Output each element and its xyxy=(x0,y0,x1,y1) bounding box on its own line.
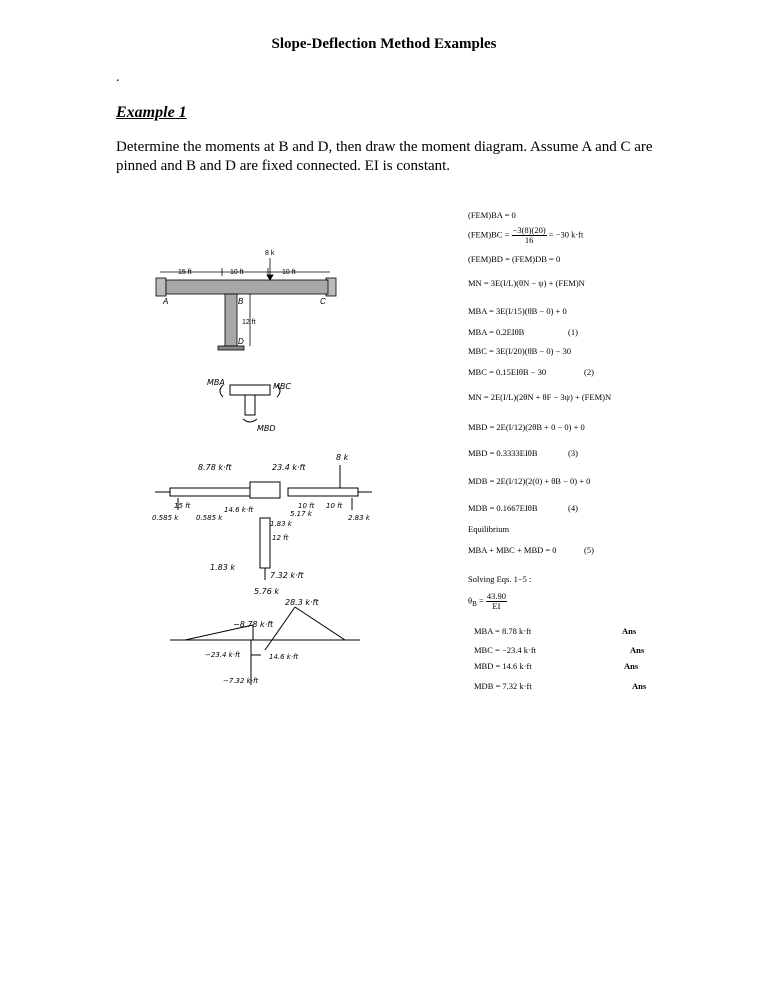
answer-lhs: MBA xyxy=(474,626,493,636)
answer-val: = −23.4 k·ft xyxy=(495,645,537,655)
md-7-32: −7.32 k·ft xyxy=(223,677,258,685)
beam-figure: 8 k 15 ft 10 ft 10 ft 12 ft A B C D xyxy=(155,250,337,351)
answer-mbc: MBC = −23.4 k·ft xyxy=(474,645,536,656)
answer-tag: Ans xyxy=(622,626,637,636)
eq4-tag: (4) xyxy=(568,503,578,513)
fem-bc-lhs: (FEM)BC = xyxy=(468,229,510,240)
answer-tag: Ans xyxy=(632,681,647,691)
fem-bc-rhs: = −30 k·ft xyxy=(548,229,584,240)
eq-mdb-result: MDB = 0.1667EIθB xyxy=(468,503,538,513)
fbd-8k: 8 k xyxy=(336,453,349,462)
md-28-3: 28.3 k·ft xyxy=(285,598,319,607)
answer-lhs: MBD xyxy=(474,661,494,671)
answer-mdb: MDB = 7.32 k·ft xyxy=(474,681,532,692)
eq2-tag: (2) xyxy=(584,367,594,377)
fbd-1-83-b: 1.83 k xyxy=(210,563,235,572)
md-14-6: 14.6 k·ft xyxy=(269,653,299,661)
eq-mba-result: MBA = 0.2EIθB xyxy=(468,327,525,337)
page-title: Slope-Deflection Method Examples xyxy=(271,36,497,52)
solving-label: Solving Eqs. 1−5 : xyxy=(468,574,532,584)
answer-tag: Ans xyxy=(624,661,639,671)
load-label: 8 k xyxy=(265,250,275,257)
fbd-5-17: 5.17 k xyxy=(290,510,313,518)
moment-diagram: 28.3 k·ft −8.78 k·ft −23.4 k·ft 14.6 k·f… xyxy=(170,598,360,685)
eq1-tag: (1) xyxy=(568,327,578,337)
eq3-tag: (3) xyxy=(568,448,578,458)
fbd-14-6: 14.6 k·ft xyxy=(224,506,254,514)
answer-val: = 14.6 k·ft xyxy=(495,661,532,671)
eq-fem-bd: (FEM)BD = (FEM)DB = 0 xyxy=(468,254,561,264)
eq-mba: MBA = 3E(I/15)(θB − 0) + 0 xyxy=(468,306,567,316)
fem-bc-frac: −3(8)(20)16 xyxy=(511,225,547,245)
equilibrium-label: Equilibrium xyxy=(468,524,510,534)
fbd-2-83: 2.83 k xyxy=(348,514,371,522)
answer-val: = 7.32 k·ft xyxy=(495,681,532,691)
dim-12ft: 12 ft xyxy=(242,319,256,326)
fbd-15ft: 15 ft xyxy=(174,502,191,510)
eq-mn-general2: MN = 2E(I/L)(2θN + θF − 3ψ) + (FEM)N xyxy=(468,392,612,402)
fem-bc-num: −3(8)(20) xyxy=(511,225,547,236)
eq-equilibrium: MBA + MBC + MBD = 0 xyxy=(468,545,557,555)
answer-mbd: MBD = 14.6 k·ft xyxy=(474,661,532,672)
theta-num: 43.90 xyxy=(485,591,507,602)
eq-mbd: MBD = 2E(I/12)(2θB + 0 − 0) + 0 xyxy=(468,422,585,432)
answer-tag: Ans xyxy=(630,645,645,655)
label-mbd: MBD xyxy=(257,424,276,433)
answer-lhs: MBC xyxy=(474,645,493,655)
label-c: C xyxy=(320,297,326,306)
answer-lhs: MDB xyxy=(474,681,494,691)
dim-10ft-b: 10 ft xyxy=(282,269,296,276)
label-b: B xyxy=(238,297,244,306)
free-body-diagram: 8.78 k·ft 23.4 k·ft 8 k 14.6 k·ft 15 ft … xyxy=(152,453,372,596)
fbd-0-585-a: 0.585 k xyxy=(152,514,179,522)
eq-mbc: MBC = 3E(I/20)(θB − 0) − 30 xyxy=(468,346,571,356)
label-d: D xyxy=(238,337,244,346)
eq-mn-general: MN = 3E(I/L)(θN − ψ) + (FEM)N xyxy=(468,278,585,288)
fbd-7-32: 7.32 k·ft xyxy=(270,571,304,580)
md-8-78: −8.78 k·ft xyxy=(233,620,274,629)
stray-dot: . xyxy=(116,70,120,85)
eq-mdb: MDB = 2E(I/12)(2(0) + θB − 0) + 0 xyxy=(468,476,591,486)
fbd-23-4: 23.4 k·ft xyxy=(272,463,306,472)
theta-den: EI xyxy=(492,601,501,611)
eq-fem-bc: (FEM)BC = −3(8)(20)16 = −30 k·ft xyxy=(468,226,583,245)
fbd-10ft-a: 10 ft xyxy=(298,502,315,510)
answer-val: = 8.78 k·ft xyxy=(495,626,532,636)
fbd-5-76: 5.76 k xyxy=(254,587,279,596)
eq-mbd-result: MBD = 0.3333EIθB xyxy=(468,448,538,458)
fbd-12ft: 12 ft xyxy=(272,534,289,542)
label-a: A xyxy=(162,297,168,306)
label-mbc: MBC xyxy=(273,382,291,391)
eq5-tag: (5) xyxy=(584,545,594,555)
fbd-1-83-a: 1.83 k xyxy=(270,520,293,528)
fbd-0-585-b: 0.585 k xyxy=(196,514,223,522)
eq-mbc-result: MBC = 0.15EIθB − 30 xyxy=(468,367,547,377)
problem-statement: Determine the moments at B and D, then d… xyxy=(116,139,653,174)
dim-15ft: 15 ft xyxy=(178,269,192,276)
dim-10ft-a: 10 ft xyxy=(230,269,244,276)
label-mba: MBA xyxy=(207,378,225,387)
fbd-8-78: 8.78 k·ft xyxy=(198,463,232,472)
fbd-10ft-b: 10 ft xyxy=(326,502,343,510)
answer-mba: MBA = 8.78 k·ft xyxy=(474,626,531,637)
example-heading: Example 1 xyxy=(116,104,187,121)
joint-fbd: MBA MBC MBD xyxy=(207,378,291,433)
fem-bc-den: 16 xyxy=(524,235,534,245)
eq-fem-ba: (FEM)BA = 0 xyxy=(468,210,516,220)
md-23-4: −23.4 k·ft xyxy=(205,651,240,659)
